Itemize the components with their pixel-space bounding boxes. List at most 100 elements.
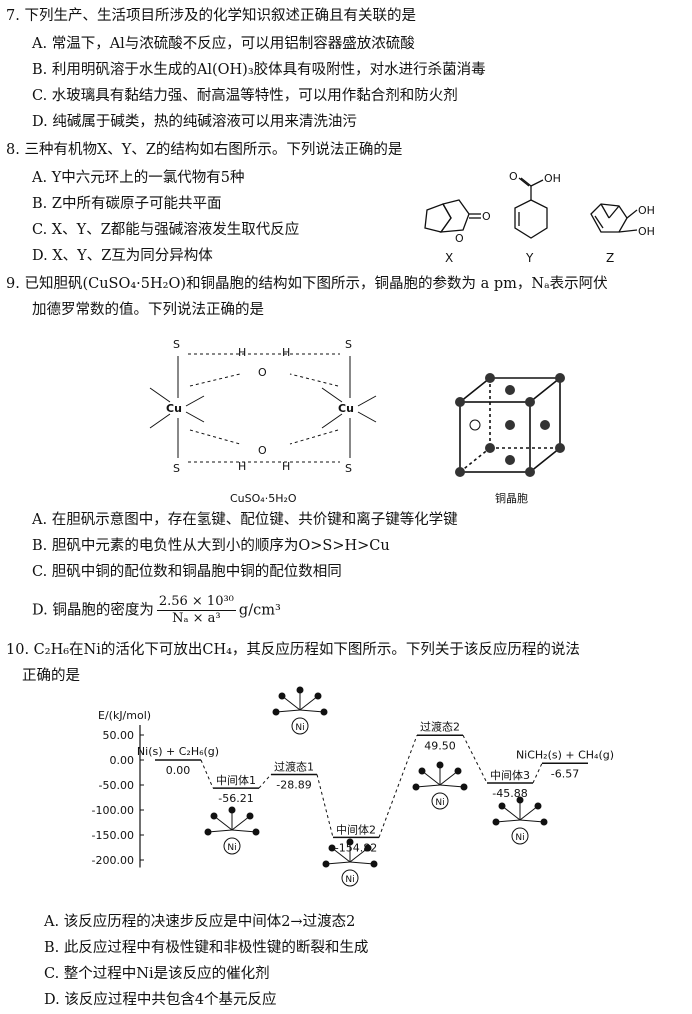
atom-3-3 (412, 783, 420, 791)
ni-atom-1 (291, 717, 309, 735)
bond-1-0 (281, 695, 301, 711)
q9-stem-line-2: 加德罗常数的值。下列说法正确的是 (32, 302, 264, 318)
ni-label-1: Ni (295, 723, 304, 733)
q10-option-c: C. 整个过程中Ni是该反应的催化剂 (44, 966, 270, 982)
atom-2-1 (346, 838, 354, 846)
ni-label-0: Ni (227, 843, 236, 853)
atom-2-2 (364, 844, 372, 852)
atom-4-2 (534, 802, 542, 810)
atom-2-0 (328, 844, 336, 852)
bond-0-2 (231, 815, 251, 831)
s-atom-bottom-left: S (173, 462, 180, 475)
q7-option-a: A. 常温下，Al与浓硫酸不反应，可以用铝制容器盛放浓硫酸 (32, 36, 415, 52)
q7-stem: 7. 下列生产、生活项目所涉及的化学知识叙述正确且有关联的是 (6, 8, 416, 24)
q7-option-c: C. 水玻璃具有黏结力强、耐高温等特性，可以用作黏合剂和防火剂 (32, 88, 458, 104)
bond-2-3 (325, 861, 351, 865)
molecule-x-ring-o: O (455, 232, 464, 245)
energy-profile-chart: E/(kJ/mol)50.000.00-50.00-100.00-150.00-… (92, 686, 614, 887)
ni-atom-0 (223, 837, 241, 855)
state-value-4: 49.50 (424, 739, 456, 752)
atom-0-1 (228, 806, 236, 814)
q9-option-a: A. 在胆矾示意图中，存在氢键、配位键、共价键和离子键等化学键 (32, 512, 458, 528)
s-atom-top-left: S (173, 338, 180, 351)
atom-3-4 (460, 783, 468, 791)
q10-stem-line-2: 正确的是 (22, 668, 80, 684)
h-atom-3: H (238, 460, 246, 473)
atom-3-1 (436, 761, 444, 769)
atom-3-2 (454, 767, 462, 775)
molecule-z-oh-1: OH (638, 204, 655, 217)
bond-4-4 (519, 819, 545, 823)
bond-4-0 (501, 805, 521, 821)
atom-1-2 (314, 692, 322, 700)
state-value-6: -6.57 (551, 767, 579, 780)
state-name-6: NiCH₂(s) + CH₄(g) (516, 748, 614, 761)
atom-4-3 (492, 818, 500, 826)
state-value-0: 0.00 (166, 764, 191, 777)
connector-2 (316, 774, 334, 838)
state-name-3: 中间体2 (336, 822, 376, 836)
q8-option-d: D. X、Y、Z互为同分异构体 (32, 248, 213, 264)
q8-option-b: B. Z中所有碳原子可能共平面 (32, 196, 222, 212)
bond-2-2 (349, 847, 369, 863)
molecule-z (590, 203, 638, 233)
state-name-4: 过渡态2 (420, 719, 460, 733)
q10-option-b: B. 此反应过程中有极性键和非极性键的断裂和生成 (44, 940, 369, 956)
state-value-2: -28.89 (276, 778, 311, 791)
ni-atom-2 (341, 869, 359, 887)
q8-structures-figure: O O X O OH Y OH OH Z (424, 170, 655, 265)
density-denominator: Nₐ × a³ (172, 611, 221, 626)
bond-3-0 (421, 770, 441, 786)
state-value-1: -56.21 (218, 792, 253, 805)
cu-atom-left: Cu (166, 402, 182, 415)
molecule-z-label: Z (606, 251, 614, 265)
state-name-2: 过渡态1 (274, 759, 314, 773)
o-atom-top-mid: O (258, 366, 267, 379)
bond-0-4 (231, 829, 257, 833)
y-tick-label-3: -100.00 (92, 804, 134, 817)
atom-1-4 (320, 708, 328, 716)
bond-4-3 (495, 819, 521, 823)
bond-4-2 (519, 805, 539, 821)
bond-0-0 (213, 815, 233, 831)
cuso4-structure-figure: Cu Cu S S S S O O H H H H CuSO₄·5H₂O (149, 338, 377, 505)
bond-3-4 (439, 784, 465, 788)
q10-option-a: A. 该反应历程的决速步反应是中间体2→过渡态2 (44, 914, 356, 930)
q9-option-b: B. 胆矾中元素的电负性从大到小的顺序为O>S>H>Cu (32, 538, 390, 554)
ni-atom-4 (511, 827, 529, 845)
q7-option-b: B. 利用明矾溶于水生成的Al(OH)₃胶体具有吸附性，对水进行杀菌消毒 (32, 62, 486, 78)
bond-1-4 (299, 709, 325, 713)
q8-option-c: C. X、Y、Z都能与强碱溶液发生取代反应 (32, 222, 300, 238)
molecule-z-oh-2: OH (638, 225, 655, 238)
y-tick-label-0: 50.00 (103, 729, 135, 742)
connector-1 (258, 774, 272, 789)
atom-1-0 (278, 692, 286, 700)
s-atom-top-right: S (345, 338, 352, 351)
o-atom-bottom-mid: O (258, 444, 267, 457)
connector-5 (532, 763, 543, 784)
ni-label-2: Ni (345, 875, 354, 885)
bond-2-0 (331, 847, 351, 863)
atom-4-0 (498, 802, 506, 810)
q9-stem-line-1: 9. 已知胆矾(CuSO₄·5H₂O)和铜晶胞的结构如下图所示，铜晶胞的参数为 … (6, 276, 608, 292)
molecule-x-label: X (445, 251, 453, 265)
y-axis-label: E/(kJ/mol) (98, 709, 151, 722)
atom-0-3 (204, 828, 212, 836)
atom-4-4 (540, 818, 548, 826)
connector-4 (462, 735, 488, 784)
y-tick-label-2: -50.00 (99, 779, 134, 792)
atom-1-1 (296, 686, 304, 694)
q10-option-d: D. 该反应过程中共包含4个基元反应 (44, 992, 277, 1008)
state-name-5: 中间体3 (490, 768, 530, 782)
state-name-0: Ni(s) + C₂H₆(g) (137, 745, 219, 758)
copper-cell-caption: 铜晶胞 (495, 491, 528, 505)
molecule-y-o: O (509, 170, 518, 183)
atom-0-2 (246, 812, 254, 820)
density-numerator: 2.56 × 10³⁰ (156, 594, 236, 611)
atom-0-0 (210, 812, 218, 820)
q9-option-d-prefix: D. 铜晶胞的密度为 (32, 602, 154, 619)
q7-option-d: D. 纯碱属于碱类，热的纯碱溶液可以用来清洗油污 (32, 114, 357, 130)
copper-unit-cell-figure: 铜晶胞 (455, 373, 565, 505)
